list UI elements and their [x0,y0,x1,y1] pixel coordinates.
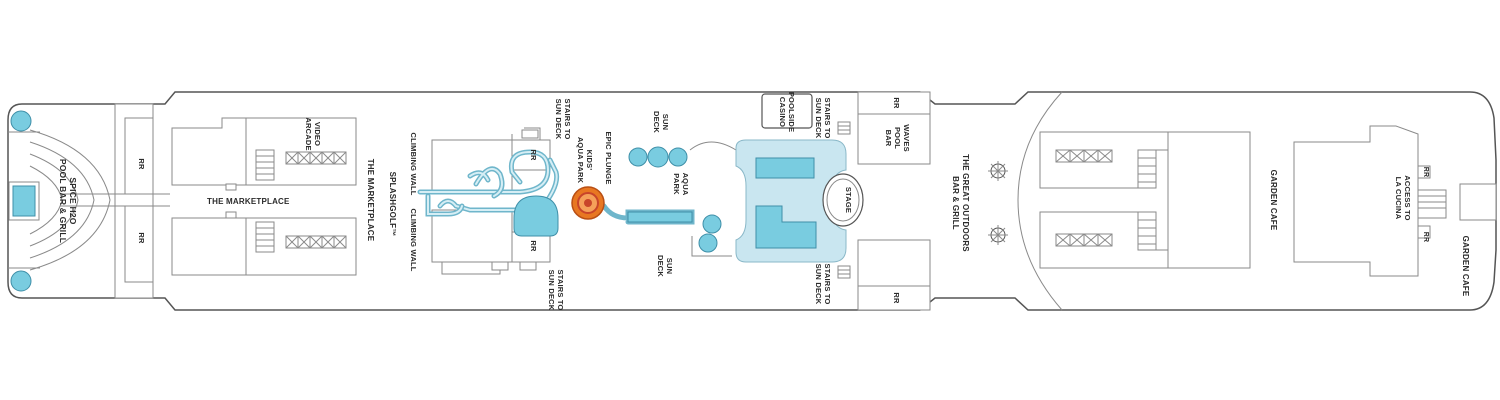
spice-h2o-area [8,103,170,299]
rr-label: RR [529,149,538,161]
rr-label: RR [529,240,538,252]
grill-top [988,161,1008,181]
stairs-sun-deck-label: STAIRS TO SUN DECK [547,269,565,310]
arcade-machines-bottom [285,235,347,249]
bow-hot-tub-top [10,110,32,132]
buffet-bottom [1055,233,1113,247]
svg-text:SPICE H2O: SPICE H2O [68,177,78,224]
climbing-wall-area [417,127,560,275]
poolside-casino-area [761,91,931,311]
svg-text:SUN DECK: SUN DECK [814,264,823,305]
bow-hot-tub-bottom [10,270,32,292]
spice-h2o-label: SPICE H2O POOL BAR & GRILL [58,159,78,243]
main-pool-2 [755,205,817,249]
rr-label: RR [1422,232,1429,243]
svg-text:SUN DECK: SUN DECK [814,98,823,139]
epic-plunge [571,186,695,225]
sun-deck-label: SUN DECK [652,111,670,133]
access-la-cucina-label: ACCESS TO LA CUCINA [1394,175,1412,220]
main-pool-1 [755,157,815,179]
stage-platform [822,173,864,227]
garden-cafe-label: GARDEN CAFE [1269,170,1278,231]
svg-text:STAIRS TO: STAIRS TO [823,97,832,138]
poolside-casino-label: POOLSIDE CASINO [778,92,796,132]
rr-label: RR [137,158,146,170]
climbing-wall-label: CLIMBING WALL [409,208,418,271]
epic-plunge-label: EPIC PLUNGE [604,131,613,184]
rr-label: RR [137,232,146,244]
svg-text:PARK: PARK [672,173,681,195]
svg-text:ARCADE: ARCADE [304,117,313,150]
hot-tub-5 [698,233,718,253]
rr-label: RR [892,292,901,304]
great-outdoors-area [988,91,1251,311]
stairs-sun-deck-label: STAIRS TO SUN DECK [554,98,572,139]
rr-label: RR [1422,167,1429,178]
svg-text:VIDEO: VIDEO [313,122,322,146]
svg-text:SUN DECK: SUN DECK [547,270,556,311]
garden-cafe-area [1293,125,1497,277]
svg-text:KIDS': KIDS' [585,150,594,171]
aqua-park-label: AQUA PARK [672,173,690,196]
climbing-wall-label: CLIMBING WALL [409,132,418,195]
poolside-casino-box [761,93,813,129]
deck-labels: SPICE H2O POOL BAR & GRILL RR RR VIDEO A… [58,92,1470,311]
great-outdoors-label: THE GREAT OUTDOORS BAR & GRILL [951,154,970,252]
sun-deck-area [628,141,737,257]
svg-text:ACCESS TO: ACCESS TO [1403,175,1412,220]
spice-h2o-screen [12,185,36,217]
svg-text:BAR: BAR [884,130,893,147]
svg-text:WAVES: WAVES [902,124,911,152]
hot-tub-3 [668,147,688,167]
svg-text:SUN: SUN [661,114,670,130]
rr-label: RR [892,97,901,109]
svg-text:AQUA: AQUA [681,173,690,196]
arcade-machines-top [285,151,347,165]
kids-aqua-park-label: KIDS' AQUA PARK [576,137,594,184]
svg-text:STAIRS TO: STAIRS TO [823,263,832,304]
sun-deck-label: SUN DECK [656,255,674,277]
hot-tub-1 [628,147,648,167]
stage-label: STAGE [844,187,853,213]
marketplace-area [171,117,357,276]
splashgolf-label: SPLASHGOLF™ [388,172,397,237]
stairs-sun-deck-label: STAIRS TO SUN DECK [814,263,832,304]
grill-bottom [988,225,1008,245]
video-arcade-label: VIDEO ARCADE [304,117,322,150]
svg-text:POOL BAR & GRILL: POOL BAR & GRILL [58,159,68,243]
svg-text:POOL: POOL [893,127,902,149]
svg-text:DECK: DECK [656,255,665,277]
hot-tub-2 [647,146,669,168]
garden-cafe-label: GARDEN CAFE [1461,236,1470,297]
svg-text:LA CUCINA: LA CUCINA [1394,177,1403,220]
marketplace-label: THE MARKETPLACE [207,197,290,206]
marketplace-stairs [225,149,275,253]
svg-text:AQUA PARK: AQUA PARK [576,137,585,184]
waves-pool-bar-label: WAVES POOL BAR [884,124,911,152]
buffet-top [1055,149,1113,163]
main-pool-area [735,139,864,263]
svg-text:STAIRS TO: STAIRS TO [563,98,572,139]
svg-text:STAIRS TO: STAIRS TO [556,269,565,310]
svg-text:THE GREAT OUTDOORS: THE GREAT OUTDOORS [961,154,970,252]
stairs-sun-deck-label: STAIRS TO SUN DECK [814,97,832,138]
kids-aqua-park-pool [513,195,559,237]
svg-text:SUN DECK: SUN DECK [554,99,563,140]
svg-text:POOLSIDE: POOLSIDE [787,92,796,132]
marketplace-label-vertical: THE MARKETPLACE [366,159,375,242]
svg-text:SUN: SUN [665,258,674,274]
svg-text:DECK: DECK [652,111,661,133]
svg-text:CASINO: CASINO [778,97,787,127]
hot-tub-4 [702,214,722,234]
svg-text:BAR & GRILL: BAR & GRILL [951,176,960,230]
